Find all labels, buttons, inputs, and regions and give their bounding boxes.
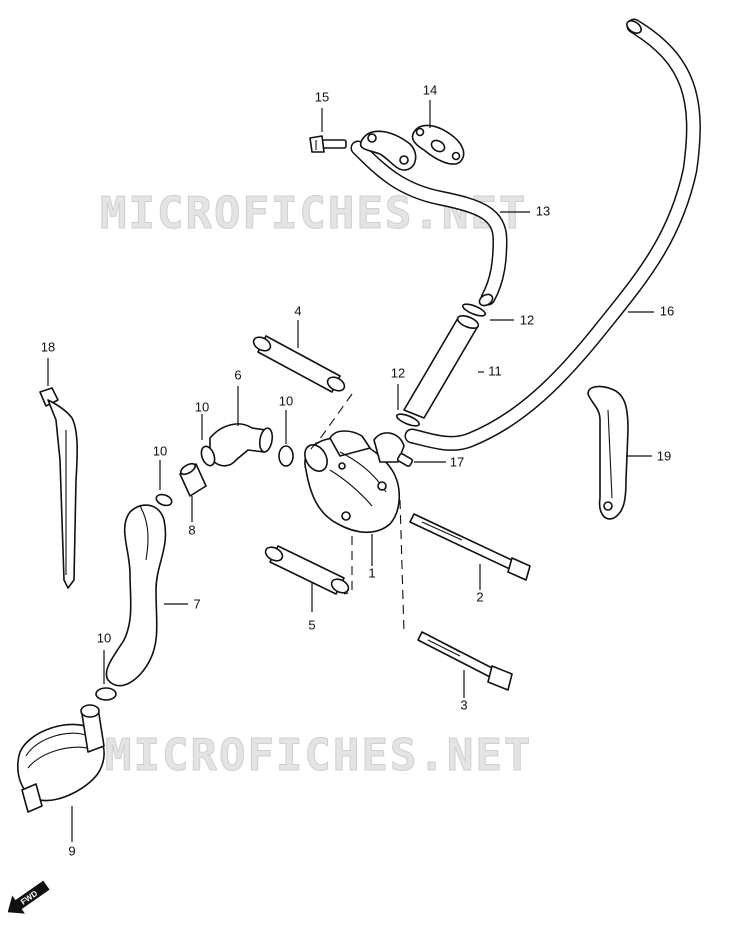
part-12-clamp-lower — [395, 413, 421, 427]
callout-16: 16 — [660, 303, 674, 318]
watermark-top: MICROFICHES.NET — [100, 188, 527, 239]
part-3-bolt — [417, 631, 513, 691]
callout-1: 1 — [368, 565, 375, 580]
part-13-pipe — [350, 130, 508, 307]
callout-11: 11 — [488, 363, 502, 378]
callout-18: 18 — [41, 339, 55, 354]
callout-3: 3 — [460, 697, 467, 712]
part-6-elbow — [209, 423, 274, 467]
part-14-gasket — [411, 124, 465, 165]
part-11-hose — [403, 314, 480, 419]
part-4-hose — [252, 335, 346, 393]
callout-13: 13 — [536, 203, 550, 218]
callout-2: 2 — [476, 589, 483, 604]
part-15-bolt — [309, 135, 347, 153]
callout-15: 15 — [315, 89, 329, 104]
callout-10-c: 10 — [153, 443, 167, 458]
callout-10-a: 10 — [195, 399, 209, 414]
fwd-arrow-icon: FWD — [7, 880, 50, 914]
part-19-bracket — [587, 385, 629, 520]
callout-8: 8 — [188, 522, 195, 537]
callout-10-b: 10 — [279, 393, 293, 408]
part-2-bolt — [409, 513, 531, 581]
callout-5: 5 — [308, 617, 315, 632]
part-12-clamp-upper — [461, 303, 487, 317]
callout-9: 9 — [68, 843, 75, 858]
callout-6: 6 — [234, 367, 241, 382]
callout-7: 7 — [193, 596, 200, 611]
part-1-valve — [304, 430, 405, 534]
part-7-hose — [105, 504, 167, 687]
callout-12-a: 12 — [520, 312, 534, 327]
watermark-bottom: MICROFICHES.NET — [105, 730, 532, 781]
part-16-long-hose — [404, 18, 701, 451]
callout-14: 14 — [423, 82, 437, 97]
callout-10-d: 10 — [97, 630, 111, 645]
part-10-orings — [95, 445, 294, 701]
assembly-lines — [309, 393, 405, 633]
part-5-hose — [264, 545, 350, 595]
callout-12-b: 12 — [391, 365, 405, 380]
leader-lines — [47, 100, 654, 842]
callout-4: 4 — [294, 303, 301, 318]
part-9-filter — [17, 704, 105, 813]
part-18-cable-tie — [39, 387, 78, 589]
callout-19: 19 — [657, 448, 671, 463]
part-17-bolt — [396, 452, 414, 468]
callout-17: 17 — [450, 454, 464, 469]
callouts: 1 2 3 4 5 6 7 8 9 10 10 10 10 11 12 12 1… — [41, 82, 674, 858]
part-8-fitting — [179, 462, 207, 497]
